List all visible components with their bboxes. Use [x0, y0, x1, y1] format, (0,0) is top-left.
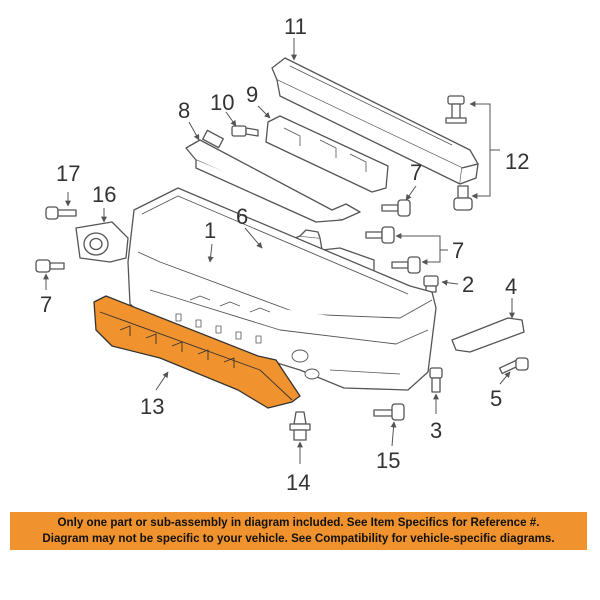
part-9-absorber: [265, 115, 389, 193]
callout-13: 13: [140, 394, 165, 419]
part-8-bracket: [185, 129, 361, 223]
callout-5: 5: [490, 386, 503, 411]
part-11-reinforcement-beam: [271, 57, 479, 185]
callout-1: 1: [204, 218, 217, 243]
part-2-clip: [423, 275, 439, 293]
callout-6: 6: [236, 204, 249, 229]
callout-7-upper: 7: [410, 160, 423, 185]
part-5-screw: [498, 357, 529, 375]
part-17-bolt: [45, 206, 77, 220]
part-16-fog-lamp: [75, 221, 129, 263]
part-7-bolt-right-2: [365, 226, 395, 244]
callout-8: 8: [178, 98, 191, 123]
part-10-bolt: [231, 125, 259, 137]
leader-lines: [43, 38, 515, 464]
callout-16: 16: [92, 182, 117, 207]
callout-15: 15: [376, 448, 401, 473]
callout-7-middle: 7: [452, 238, 465, 263]
part-7-bolt-right-1: [381, 199, 411, 217]
part-7-bolt-right-3: [391, 256, 421, 274]
callout-3: 3: [430, 418, 443, 443]
part-7-bolt-left: [35, 259, 65, 273]
part-3-fastener: [429, 367, 443, 393]
part-12-bolt-lower: [453, 185, 473, 211]
part-14-push-clip: [289, 411, 311, 441]
callout-2: 2: [462, 272, 475, 297]
callout-7-left: 7: [40, 292, 53, 317]
disclaimer-line-1: Only one part or sub-assembly in diagram…: [57, 516, 540, 529]
callout-4: 4: [505, 274, 518, 299]
callout-10: 10: [210, 90, 235, 115]
part-4-side-bracket: [451, 317, 525, 353]
part-12-bolt-upper: [445, 95, 467, 124]
callout-17: 17: [56, 161, 81, 186]
callout-12: 12: [505, 149, 530, 174]
callout-11: 11: [284, 14, 307, 39]
callout-14: 14: [286, 470, 311, 495]
disclaimer-banner: Only one part or sub-assembly in diagram…: [10, 512, 587, 550]
callout-9: 9: [246, 82, 259, 107]
part-13-lower-spoiler: [93, 295, 301, 409]
part-15-screw: [373, 403, 405, 421]
disclaimer-line-2: Diagram may not be specific to your vehi…: [42, 532, 555, 545]
